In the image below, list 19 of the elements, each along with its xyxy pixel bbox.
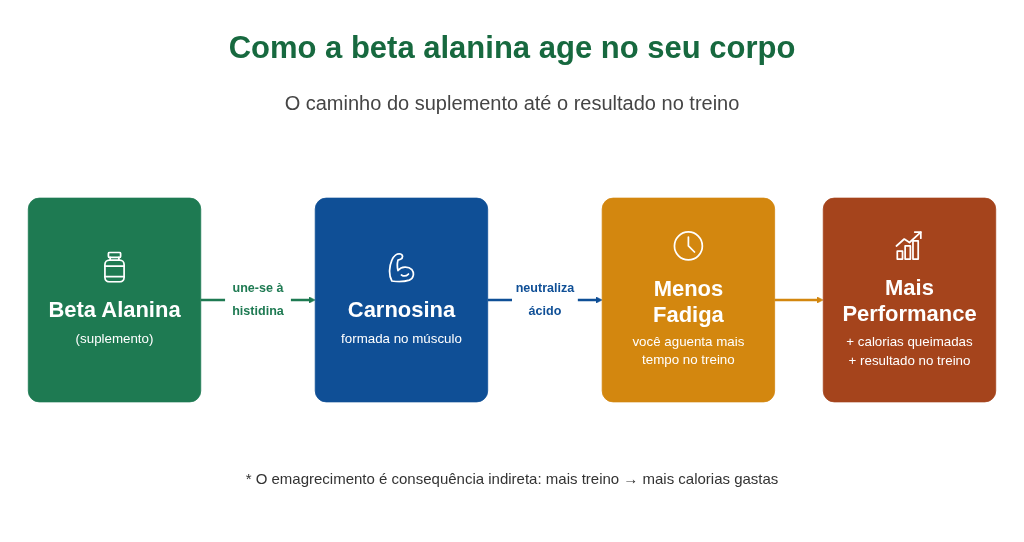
process-box bbox=[314, 197, 489, 403]
edge-label: neutraliza ácido bbox=[514, 279, 576, 321]
footnote: * O emagrecimento é consequência indireta: mais treino → mais calorias gastas bbox=[245, 470, 779, 487]
subtitle: O caminho do suplemento até o resultado no treino bbox=[284, 92, 740, 115]
process-box bbox=[601, 197, 776, 403]
process-box bbox=[27, 197, 202, 403]
box-heading: Beta Alanina bbox=[47, 297, 182, 325]
box-heading: Menos Fadiga bbox=[652, 276, 725, 329]
box-text: você aguenta mais tempo no treino bbox=[631, 333, 746, 370]
box-heading: Mais Performance bbox=[842, 275, 977, 328]
process-box bbox=[822, 197, 997, 403]
diagram-title: Como a beta alanina age no seu corpo bbox=[228, 30, 796, 66]
box-text: (suplemento) bbox=[74, 330, 155, 348]
arrow bbox=[774, 296, 824, 304]
box-text: formada no músculo bbox=[340, 330, 463, 348]
box-heading: Carnosina bbox=[346, 297, 457, 325]
box-text: + calorias queimadas bbox=[845, 333, 974, 352]
edge-label: une-se à histidina bbox=[231, 279, 285, 321]
box-text: + resultado no treino bbox=[847, 352, 972, 370]
